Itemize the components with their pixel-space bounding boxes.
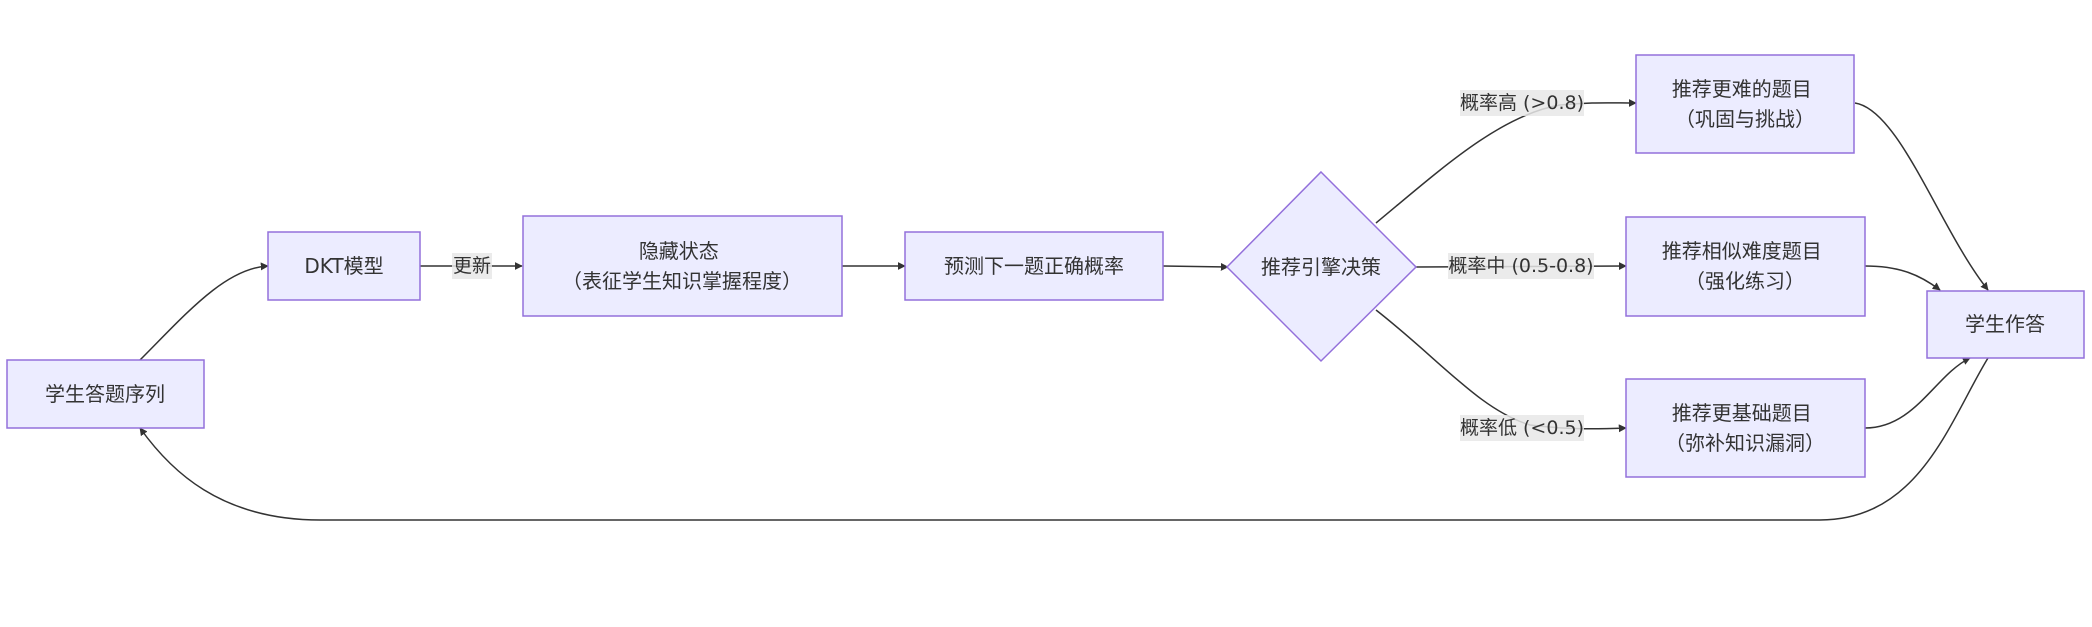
node-predict-label: 预测下一题正确概率 — [944, 254, 1124, 278]
node-similar[interactable]: 推荐相似难度题目 （强化练习） — [1625, 216, 1866, 317]
node-dkt-model-label: DKT模型 — [304, 254, 383, 278]
edge-label-update-text: 更新 — [453, 255, 491, 277]
node-basic-label: 推荐更基础题目 （弥补知识漏洞） — [1665, 401, 1825, 455]
edge-similar-to-answer — [1864, 265, 1941, 291]
node-engine-decision-label: 推荐引擎决策 — [1261, 255, 1381, 279]
edge-label-high-text: 概率高 (>0.8) — [1460, 92, 1584, 114]
node-engine-decision[interactable]: 推荐引擎决策 — [1225, 170, 1418, 363]
edge-predict-to-engine — [1162, 262, 1229, 271]
edge-label-high: 概率高 (>0.8) — [1460, 90, 1584, 116]
node-harder[interactable]: 推荐更难的题目 （巩固与挑战） — [1635, 54, 1855, 154]
edge-harder-to-answer — [1854, 102, 1989, 291]
node-basic[interactable]: 推荐更基础题目 （弥补知识漏洞） — [1625, 378, 1866, 478]
edge-sequence-to-dkt — [139, 262, 269, 361]
node-student-sequence-label: 学生答题序列 — [45, 382, 165, 406]
node-harder-label: 推荐更难的题目 （巩固与挑战） — [1672, 77, 1818, 131]
node-student-answer-label: 学生作答 — [1965, 312, 2045, 336]
edge-label-low-text: 概率低 (<0.5) — [1460, 417, 1584, 439]
node-similar-label: 推荐相似难度题目 （强化练习） — [1662, 239, 1828, 293]
node-predict[interactable]: 预测下一题正确概率 — [904, 231, 1164, 301]
edge-basic-to-answer — [1864, 357, 1971, 429]
edge-engine-to-basic — [1375, 309, 1627, 433]
edge-label-mid-text: 概率中 (0.5-0.8) — [1448, 255, 1593, 277]
node-hidden-state[interactable]: 隐藏状态 （表征学生知识掌握程度） — [522, 215, 843, 317]
edge-label-mid: 概率中 (0.5-0.8) — [1448, 253, 1594, 279]
edge-label-low: 概率低 (<0.5) — [1460, 415, 1584, 441]
node-dkt-model[interactable]: DKT模型 — [267, 231, 421, 301]
node-hidden-state-label: 隐藏状态 （表征学生知识掌握程度） — [562, 239, 802, 293]
edge-labels: 更新 概率高 (>0.8) 概率中 (0.5-0.8) 概率低 (<0.5) — [452, 90, 1594, 441]
edge-label-update: 更新 — [452, 253, 492, 279]
node-student-answer[interactable]: 学生作答 — [1926, 290, 2085, 359]
node-student-sequence[interactable]: 学生答题序列 — [6, 359, 205, 429]
edge-answer-to-sequence — [139, 357, 1989, 521]
edge-engine-to-harder — [1375, 98, 1637, 224]
nodes: 学生答题序列 DKT模型 隐藏状态 （表征学生知识掌握程度） 预测下一题正确概率 — [6, 54, 2085, 478]
